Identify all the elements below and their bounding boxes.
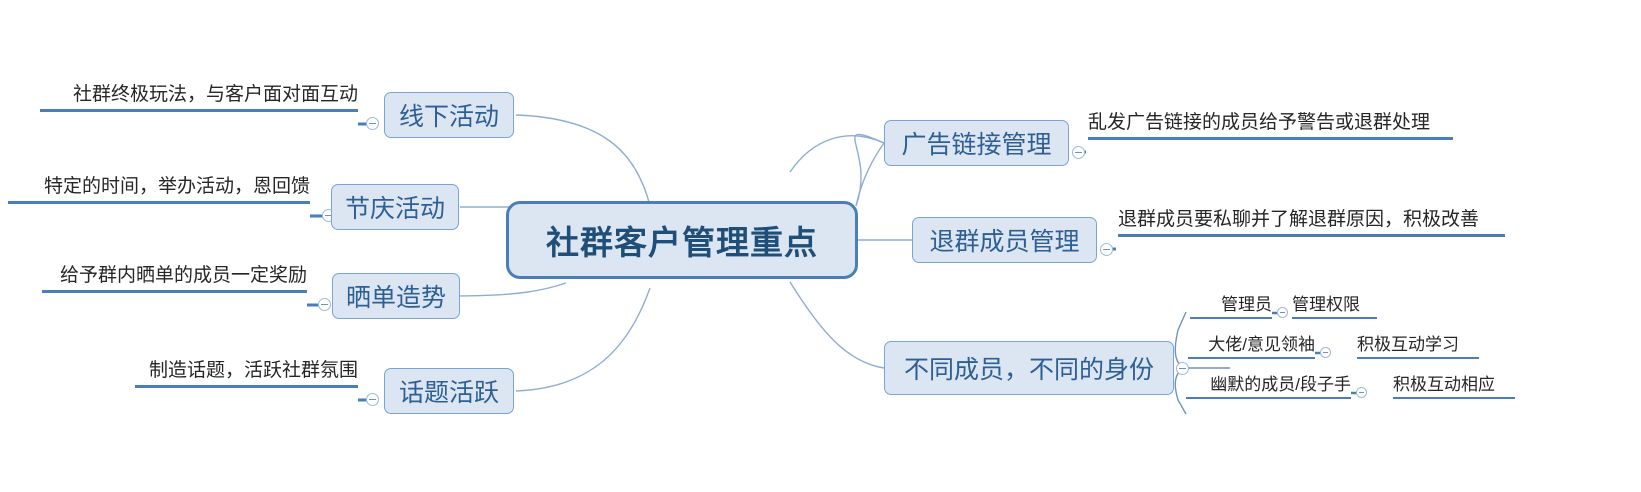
collapse-marker-ad-link-management[interactable]	[1072, 146, 1085, 159]
subitem-role-opinion-leader[interactable]: 大佬/意见领袖	[1188, 336, 1315, 359]
branch-node-offline-activity[interactable]: 线下活动	[384, 92, 514, 138]
collapse-marker-member-identity[interactable]	[1176, 362, 1189, 375]
collapse-marker-role-opinion-leader[interactable]	[1320, 347, 1331, 358]
branch-node-ad-link-management[interactable]: 广告链接管理	[884, 120, 1069, 166]
collapse-marker-role-admin[interactable]	[1277, 307, 1288, 318]
central-node[interactable]: 社群客户管理重点	[506, 201, 858, 279]
collapse-marker-offline-activity[interactable]	[366, 117, 379, 130]
subitem-detail-opinion-leader[interactable]: 积极互动学习	[1357, 336, 1479, 359]
leaf-exit-member-management[interactable]: 退群成员要私聊并了解退群原因，积极改善	[1118, 210, 1505, 237]
branch-node-topic-engagement[interactable]: 话题活跃	[384, 368, 514, 414]
subitem-role-humorist[interactable]: 幽默的成员/段子手	[1186, 376, 1351, 399]
collapse-marker-order-showcase[interactable]	[318, 298, 331, 311]
subitem-role-admin[interactable]: 管理员	[1190, 296, 1272, 319]
leaf-festival-activity[interactable]: 特定的时间，举办活动，恩回馈	[8, 177, 310, 204]
leaf-offline-activity[interactable]: 社群终极玩法，与客户面对面互动	[40, 85, 358, 112]
collapse-marker-role-humorist[interactable]	[1356, 387, 1367, 398]
leaf-ad-link-management[interactable]: 乱发广告链接的成员给予警告或退群处理	[1088, 113, 1453, 140]
subitem-detail-humorist[interactable]: 积极互动相应	[1393, 376, 1515, 399]
branch-node-exit-member-management[interactable]: 退群成员管理	[912, 217, 1097, 263]
leaf-topic-engagement[interactable]: 制造话题，活跃社群氛围	[135, 361, 358, 388]
leaf-order-showcase[interactable]: 给予群内晒单的成员一定奖励	[42, 266, 307, 293]
branch-node-member-identity[interactable]: 不同成员，不同的身份	[884, 341, 1174, 395]
collapse-marker-exit-member-management[interactable]	[1100, 243, 1113, 256]
subitem-detail-admin[interactable]: 管理权限	[1292, 296, 1377, 319]
branch-node-festival-activity[interactable]: 节庆活动	[331, 184, 459, 230]
collapse-marker-topic-engagement[interactable]	[366, 393, 379, 406]
branch-node-order-showcase[interactable]: 晒单造势	[332, 273, 460, 319]
